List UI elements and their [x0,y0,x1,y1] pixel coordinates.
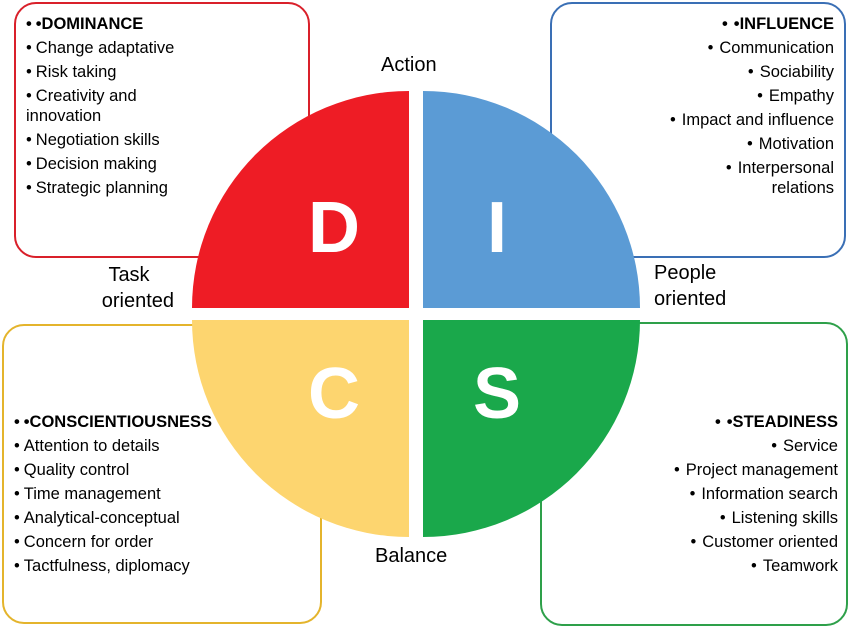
dominance-item: Risk taking [26,60,236,84]
steadiness-list: •STEADINESS Service Project management I… [538,410,838,578]
influence-item: Interpersonal relations [714,158,834,198]
influence-item: Empathy [594,84,834,108]
dominance-item: Creativity and innovation [26,86,176,126]
axis-label-people-line1: People [654,262,717,284]
axis-label-task-line1: Task [108,264,150,286]
axis-label-task-oriented: Task oriented [84,262,174,314]
dominance-item: Decision making [26,152,236,176]
dominance-title: •DOMINANCE [26,12,236,36]
dominance-item: Strategic planning [26,176,236,200]
axis-label-people-line2: oriented [654,288,727,310]
quadrant-d [192,91,409,308]
conscientiousness-title: •CONSCIENTIOUSNESS [14,410,304,434]
letter-s: S [473,354,521,434]
dominance-item: Negotiation skills [26,128,236,152]
quadrant-s [423,320,640,537]
conscientiousness-list: •CONSCIENTIOUSNESS Attention to details … [14,410,304,578]
letter-i: I [487,188,507,268]
conscientiousness-item: Analytical-conceptual [14,506,304,530]
dominance-list: •DOMINANCE Change adaptative Risk taking… [26,12,236,200]
influence-item: Motivation [594,132,834,156]
steadiness-item: Project management [538,458,838,482]
steadiness-item: Teamwork [538,554,838,578]
influence-item: Impact and influence [594,108,834,132]
influence-item: Sociability [594,60,834,84]
steadiness-item: Customer oriented [538,530,838,554]
conscientiousness-item: Tactfulness, diplomacy [14,554,304,578]
axis-label-action: Action [381,54,437,76]
conscientiousness-item: Concern for order [14,530,304,554]
steadiness-title: •STEADINESS [538,410,838,434]
axis-label-people-oriented: People oriented [654,260,764,312]
axis-label-balance: Balance [375,545,448,567]
letter-d: D [308,188,360,268]
steadiness-item: Information search [538,482,838,506]
quadrant-i [423,91,640,308]
conscientiousness-item: Time management [14,482,304,506]
influence-title: •INFLUENCE [594,12,834,36]
dominance-item: Change adaptative [26,36,236,60]
conscientiousness-item: Quality control [14,458,304,482]
conscientiousness-item: Attention to details [14,434,304,458]
axis-label-task-line2: oriented [101,290,174,312]
steadiness-item: Service [538,434,838,458]
letter-c: C [308,354,360,434]
influence-list: •INFLUENCE Communication Sociability Emp… [594,12,834,200]
influence-item: Communication [594,36,834,60]
quadrant-c [192,320,409,537]
steadiness-item: Listening skills [538,506,838,530]
